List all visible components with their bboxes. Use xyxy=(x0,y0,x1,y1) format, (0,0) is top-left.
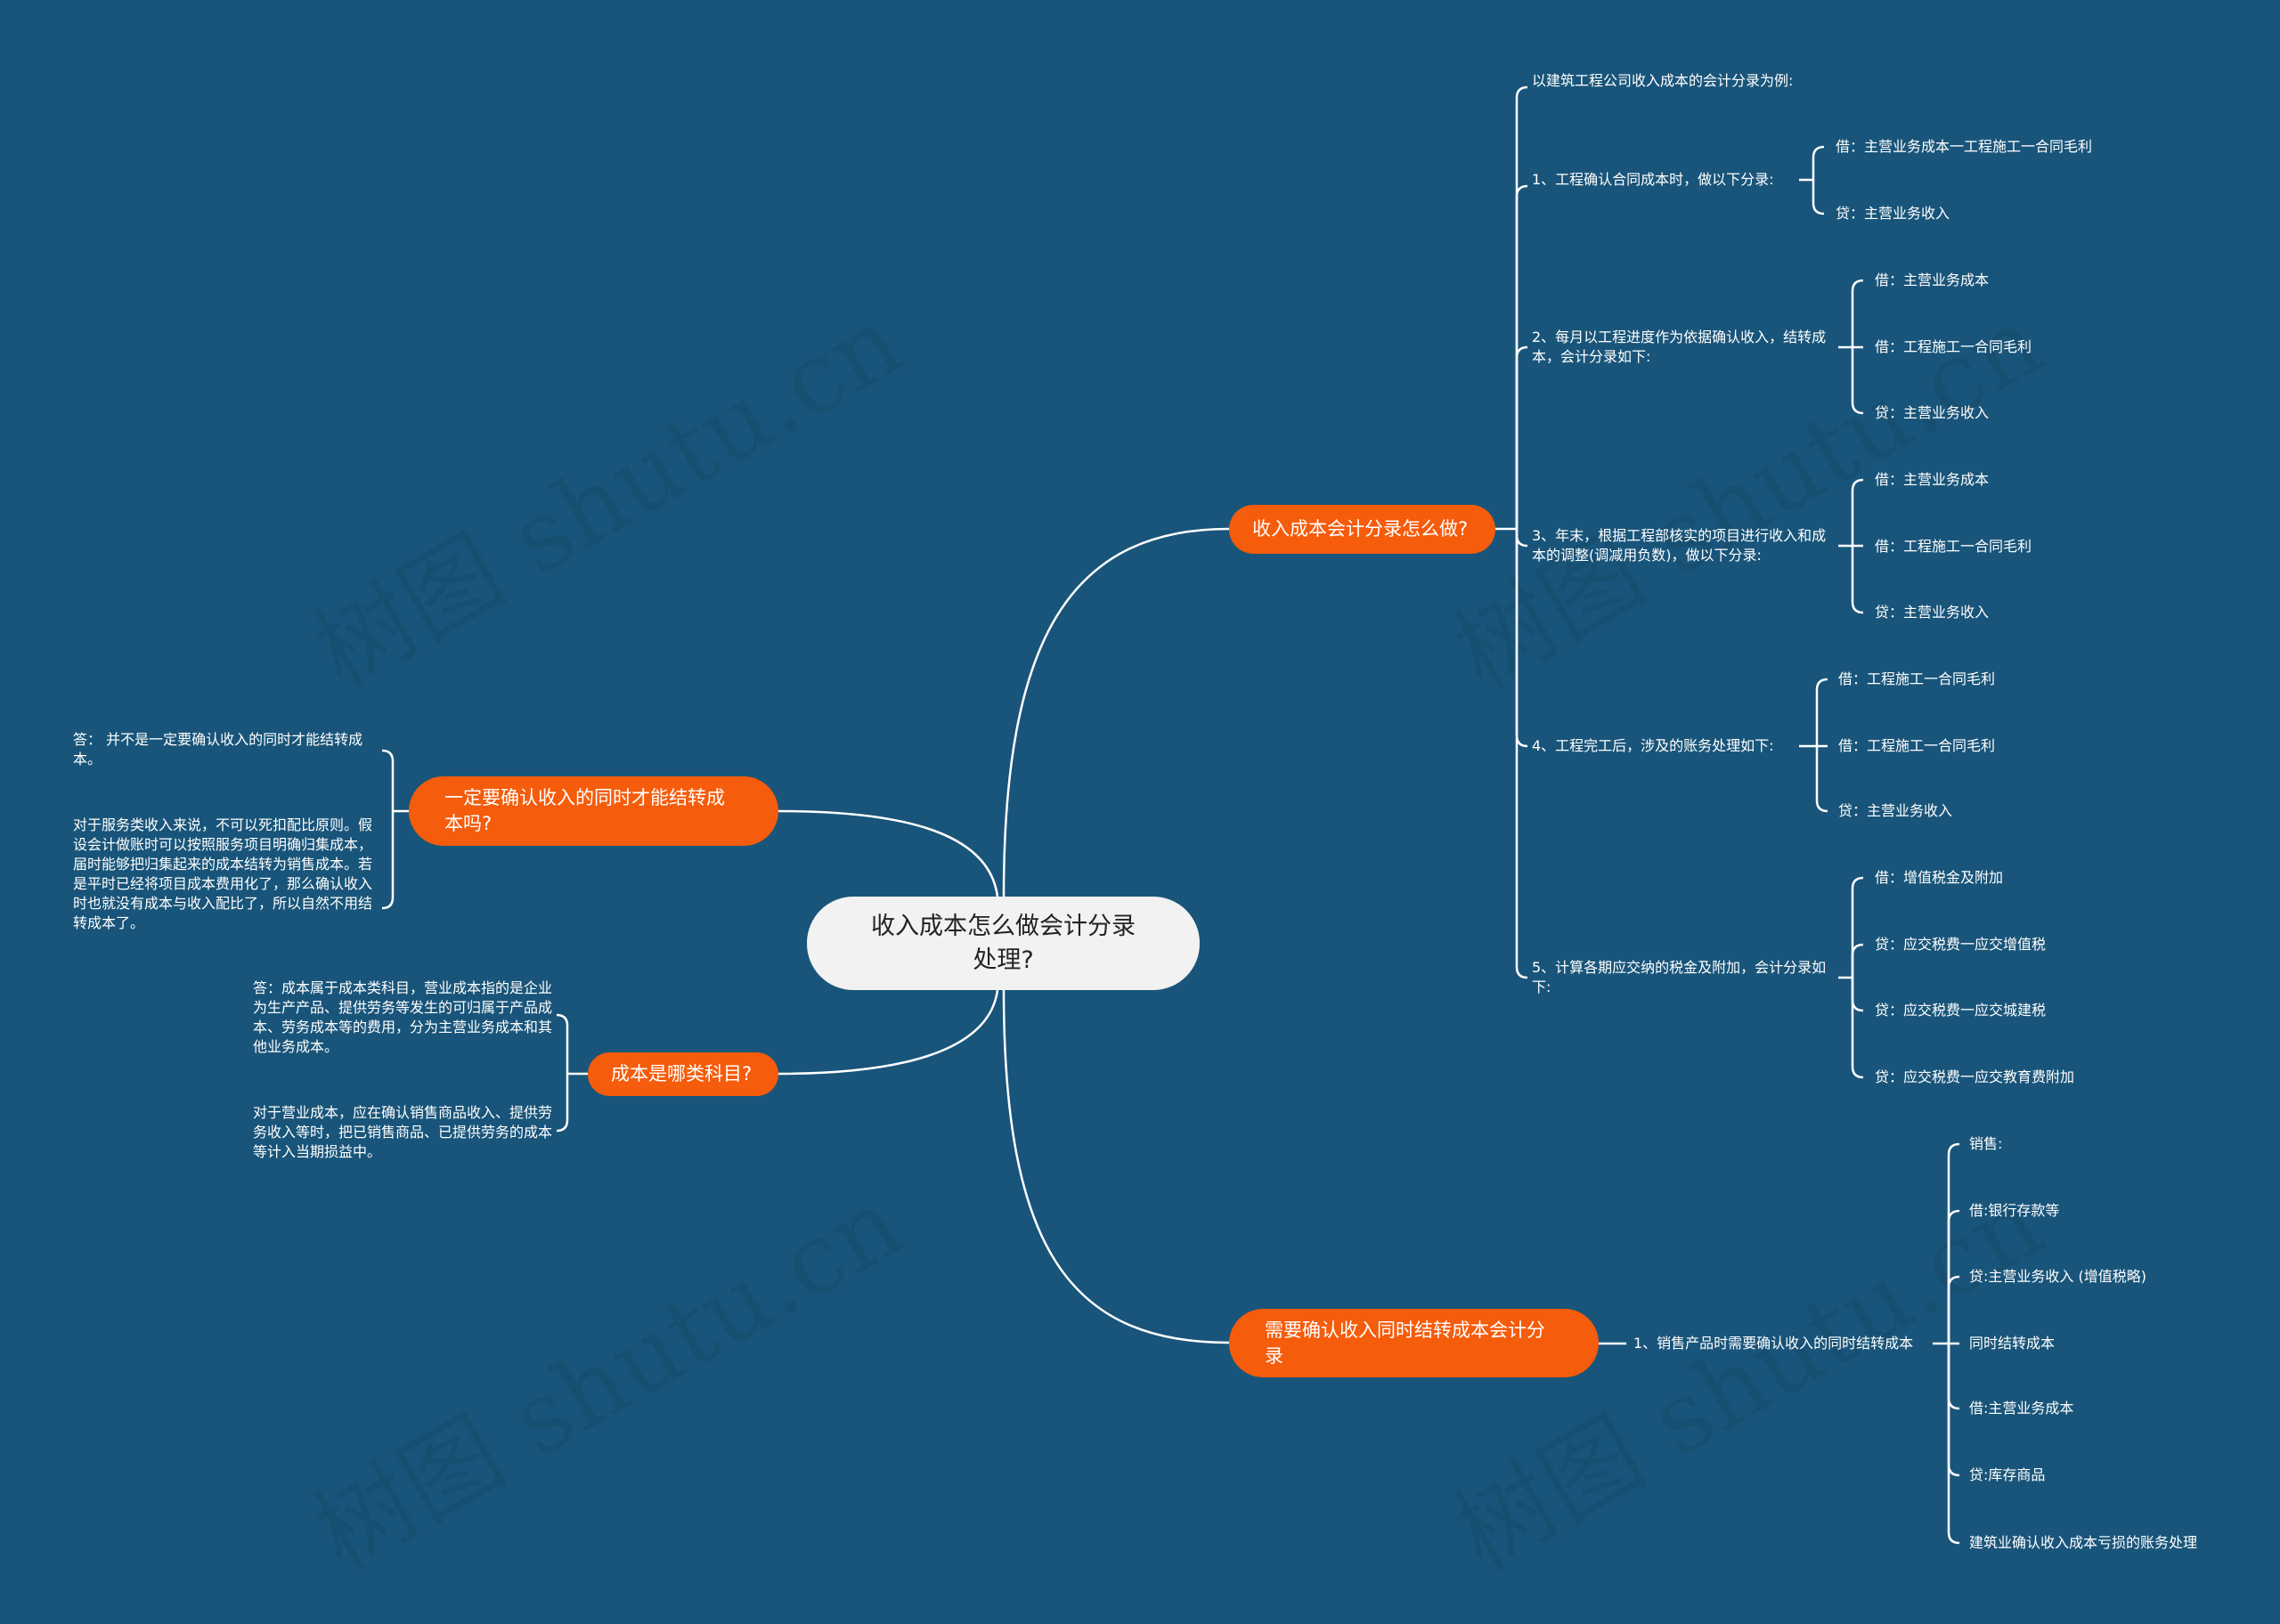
root-topic-label: 收入成本怎么做会计分录处理? xyxy=(871,912,1136,974)
bracket-branch xyxy=(556,1074,569,1133)
entry-item[interactable]: 借：工程施工一合同毛利 xyxy=(1875,538,2032,555)
branch-accounting-entries[interactable]: 收入成本会计分录怎么做? xyxy=(1229,505,1495,554)
entry-item[interactable]: 贷：主营业务收入 xyxy=(1836,205,1950,222)
bracket-branch xyxy=(1515,345,1528,529)
entry-item[interactable]: 销售: xyxy=(1969,1135,2003,1152)
link-root-right1 xyxy=(1002,527,1230,897)
entry-item[interactable]: 贷：主营业务收入 xyxy=(1875,404,1990,421)
bracket-branch xyxy=(1947,1275,1960,1344)
link-root-right2 xyxy=(1002,989,1230,1344)
bracket-branch xyxy=(1815,746,1828,813)
bracket-branch xyxy=(1851,478,1864,546)
entry-item[interactable]: 借：主营业务成本一工程施工一合同毛利 xyxy=(1836,138,2093,155)
entry-item[interactable]: 借：增值税金及附加 xyxy=(1875,869,2004,886)
bracket-branch xyxy=(1515,85,1528,529)
entry-item[interactable]: 借:主营业务成本 xyxy=(1969,1400,2074,1417)
topic-step-1[interactable]: 1、工程确认合同成本时，做以下分录: xyxy=(1532,171,1774,188)
topic-sales[interactable]: 1、销售产品时需要确认收入的同时结转成本 xyxy=(1633,1335,1914,1352)
entry-item[interactable]: 贷：应交税费一应交教育费附加 xyxy=(1875,1068,2075,1085)
topic-step-3[interactable]: 3、年末，根据工程部核实的项目进行收入和成本的调整(调减用负数)，做以下分录: xyxy=(1532,527,1827,564)
branch-must-confirm-income[interactable]: 一定要确认收入的同时才能结转成本吗? xyxy=(409,776,778,846)
topic-step-5[interactable]: 5、计算各期应交纳的税金及附加，会计分录如下: xyxy=(1532,959,1827,995)
entry-item[interactable]: 贷：应交税费一应交城建税 xyxy=(1875,1002,2047,1019)
link-root-left2 xyxy=(778,989,999,1076)
bracket-branch xyxy=(1815,678,1828,746)
entry-item[interactable]: 同时结转成本 xyxy=(1969,1335,2056,1352)
topic-intro[interactable]: 以建筑工程公司收入成本的会计分录为例: xyxy=(1532,72,1794,89)
answer-text[interactable]: 对于营业成本，应在确认销售商品收入、提供劳务收入等时，把已销售商品、已提供劳务的… xyxy=(253,1104,553,1160)
bracket-branch xyxy=(1851,978,1864,1079)
branch-confirm-income-entries[interactable]: 需要确认收入同时结转成本会计分录 xyxy=(1229,1309,1599,1377)
branch-cost-category[interactable]: 成本是哪类科目? xyxy=(588,1052,778,1096)
branch-label: 一定要确认收入的同时才能结转成本吗? xyxy=(444,787,725,834)
entry-item[interactable]: 贷：应交税费一应交增值税 xyxy=(1875,936,2047,953)
topic-step-2[interactable]: 2、每月以工程进度作为依据确认收入，结转成本，会计分录如下: xyxy=(1532,329,1827,365)
answer-text[interactable]: 答：成本属于成本类科目，营业成本指的是企业为生产产品、提供劳务等发生的可归属于产… xyxy=(253,979,553,1055)
root-topic[interactable]: 收入成本怎么做会计分录处理? xyxy=(807,897,1200,990)
entry-item[interactable]: 贷:主营业务收入 (增值税略) xyxy=(1969,1268,2146,1285)
entry-item[interactable]: 建筑业确认收入成本亏损的账务处理 xyxy=(1969,1534,2198,1551)
entry-item[interactable]: 贷：主营业务收入 xyxy=(1838,802,1953,819)
entry-item[interactable]: 借：工程施工一合同毛利 xyxy=(1875,338,2032,355)
bracket-branch xyxy=(1515,184,1528,529)
bracket-branch xyxy=(1515,529,1528,548)
bracket-branch xyxy=(1851,347,1864,415)
bracket-branch xyxy=(1851,279,1864,347)
bracket-branch xyxy=(1851,546,1864,614)
bracket-branch xyxy=(1515,529,1528,748)
entry-item[interactable]: 借：主营业务成本 xyxy=(1875,272,1990,288)
bracket-branch xyxy=(381,811,395,910)
bracket-branch xyxy=(1812,145,1825,180)
answer-text[interactable]: 对于服务类收入来说，不可以死扣配比原则。假设会计做账时可以按照服务项目明确归集成… xyxy=(73,816,373,931)
link-root-left1 xyxy=(778,809,999,897)
bracket-branch xyxy=(1851,876,1864,978)
bracket-branch xyxy=(1515,529,1528,979)
entry-item[interactable]: 借：工程施工一合同毛利 xyxy=(1838,670,1996,687)
branch-label: 收入成本会计分录怎么做? xyxy=(1252,518,1469,540)
bracket-branch xyxy=(1947,1209,1960,1344)
bracket-branch xyxy=(1851,978,1864,1012)
entry-item[interactable]: 借：工程施工一合同毛利 xyxy=(1838,737,1996,754)
bracket-branch xyxy=(1947,1142,1960,1344)
branch-label: 需要确认收入同时结转成本会计分录 xyxy=(1265,1319,1545,1367)
topic-step-4[interactable]: 4、工程完工后，涉及的账务处理如下: xyxy=(1532,737,1774,754)
bracket-branch xyxy=(1851,943,1864,978)
branch-label: 成本是哪类科目? xyxy=(611,1063,753,1084)
bracket-branch xyxy=(556,1013,569,1074)
entry-item[interactable]: 贷：主营业务收入 xyxy=(1875,604,1990,621)
answer-text[interactable]: 答： 并不是一定要确认收入的同时才能结转成本。 xyxy=(73,731,363,767)
bracket-branch xyxy=(1812,180,1825,215)
bracket-branch xyxy=(1947,1344,1960,1545)
entry-item[interactable]: 借:银行存款等 xyxy=(1969,1202,2060,1219)
bracket-branch xyxy=(381,749,395,811)
bracket-branch xyxy=(1947,1344,1960,1410)
entry-item[interactable]: 借：主营业务成本 xyxy=(1875,471,1990,488)
entry-item[interactable]: 贷:库存商品 xyxy=(1969,1466,2046,1483)
